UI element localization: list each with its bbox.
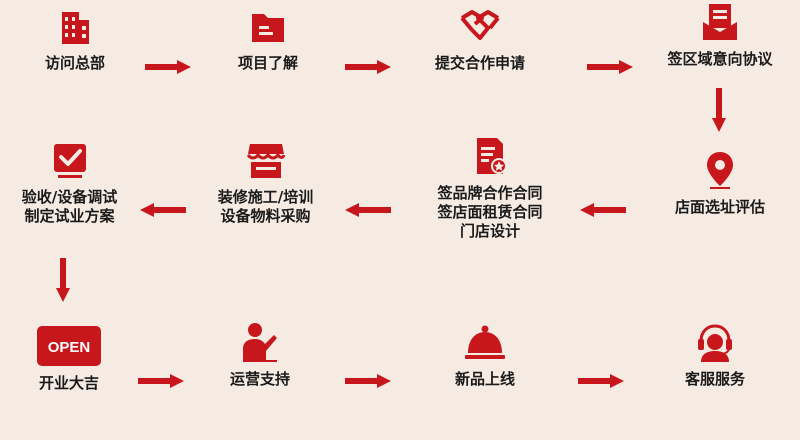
label-line: 门店设计 bbox=[459, 222, 520, 240]
document-tray-icon bbox=[703, 4, 737, 40]
step-label: 装修施工/培训 设备物料采购 bbox=[218, 188, 313, 226]
step-operations-support: 运营支持 bbox=[205, 320, 315, 389]
label-line: 签店面租赁合同 bbox=[437, 203, 543, 221]
arrow-right-icon bbox=[578, 374, 624, 388]
step-store-site-assessment: 店面选址评估 bbox=[655, 148, 785, 217]
step-label: 店面选址评估 bbox=[674, 198, 765, 216]
step-submit-application: 提交合作申请 bbox=[420, 4, 540, 73]
step-label: 签品牌合作合同 签店面租赁合同 门店设计 bbox=[437, 184, 542, 241]
arrow-left-icon bbox=[580, 203, 626, 217]
step-sign-contracts: 签品牌合作合同 签店面租赁合同 门店设计 bbox=[420, 134, 560, 241]
checkbox-icon bbox=[53, 144, 86, 178]
arrow-right-icon bbox=[345, 60, 391, 74]
arrow-right-icon bbox=[587, 60, 633, 74]
location-pin-icon bbox=[707, 152, 733, 189]
step-label: 访问总部 bbox=[44, 54, 105, 72]
step-decoration-training: 装修施工/培训 设备物料采购 bbox=[198, 138, 333, 226]
arrow-down-icon bbox=[712, 88, 726, 132]
step-label: 新品上线 bbox=[454, 370, 515, 388]
step-label: 项目了解 bbox=[237, 54, 298, 72]
label-line: 装修施工/培训 bbox=[217, 188, 314, 206]
food-cloche-icon bbox=[465, 325, 505, 359]
step-visit-hq: 访问总部 bbox=[20, 4, 130, 73]
arrow-right-icon bbox=[345, 374, 391, 388]
label-line: 设备物料采购 bbox=[220, 207, 311, 225]
label-line: 签品牌合作合同 bbox=[437, 184, 543, 202]
open-sign-icon: OPEN bbox=[37, 326, 101, 366]
step-regional-agreement: 签区域意向协议 bbox=[650, 0, 790, 69]
arrow-down-icon bbox=[56, 258, 70, 302]
step-new-product-launch: 新品上线 bbox=[430, 320, 540, 389]
presenter-icon bbox=[243, 323, 277, 362]
step-label: 开业大吉 bbox=[38, 374, 99, 392]
step-label: 运营支持 bbox=[229, 370, 290, 388]
handshake-icon bbox=[460, 10, 500, 40]
step-label: 签区域意向协议 bbox=[667, 50, 773, 68]
step-learn-project: 项目了解 bbox=[213, 4, 323, 73]
storefront-icon bbox=[246, 144, 285, 178]
label-line: 制定试业方案 bbox=[24, 207, 115, 225]
headset-icon bbox=[698, 324, 732, 362]
step-customer-service: 客服服务 bbox=[660, 320, 770, 389]
arrow-left-icon bbox=[345, 203, 391, 217]
step-grand-opening: OPEN 开业大吉 bbox=[14, 324, 124, 393]
arrow-left-icon bbox=[140, 203, 186, 217]
label-line: 验收/设备调试 bbox=[21, 188, 118, 206]
folder-icon bbox=[252, 14, 284, 42]
building-icon bbox=[62, 12, 89, 44]
step-label: 验收/设备调试 制定试业方案 bbox=[22, 188, 117, 226]
certificate-document-icon bbox=[477, 138, 507, 174]
arrow-right-icon bbox=[145, 60, 191, 74]
arrow-right-icon bbox=[138, 374, 184, 388]
step-label: 提交合作申请 bbox=[434, 54, 525, 72]
step-acceptance-debugging: 验收/设备调试 制定试业方案 bbox=[2, 138, 137, 226]
open-badge-text: OPEN bbox=[48, 339, 91, 356]
step-label: 客服服务 bbox=[684, 370, 745, 388]
